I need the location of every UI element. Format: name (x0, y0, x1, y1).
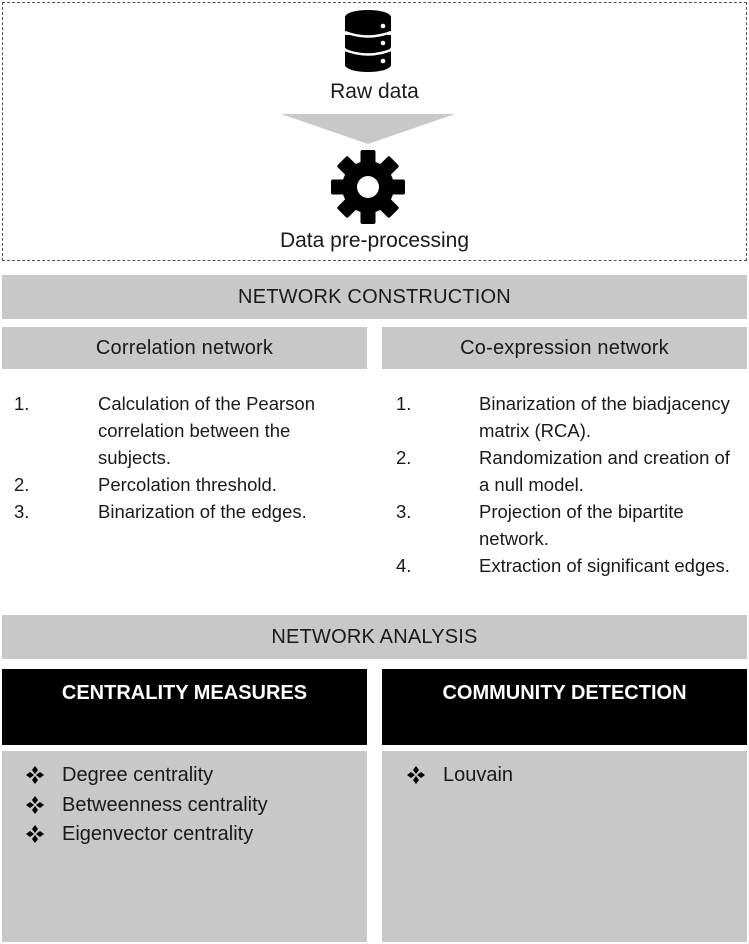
list-item: 1. Binarization of the biadjacency matri… (396, 390, 741, 444)
network-construction-header: NETWORK CONSTRUCTION (2, 275, 747, 319)
list-item: 3. Projection of the bipartite network. (396, 498, 741, 552)
list-item: Eigenvector centrality (26, 820, 356, 850)
step-number: 1. (396, 393, 412, 414)
centrality-item: Betweenness centrality (62, 793, 268, 816)
community-list: Louvain (407, 761, 737, 791)
diamond-bullet-icon (26, 766, 44, 784)
correlation-network-header: Correlation network (2, 327, 367, 369)
step-number: 2. (396, 447, 412, 468)
community-item: Louvain (443, 764, 514, 786)
step-text: Calculation of the Pearson correlation b… (98, 393, 315, 468)
coexpression-network-header: Co-expression network (382, 327, 747, 369)
diamond-bullet-icon (26, 825, 44, 843)
raw-data-label: Raw data (330, 80, 419, 103)
community-detection-panel (382, 751, 747, 942)
list-item: 2. Randomization and creation of a null … (396, 444, 741, 498)
list-item: Louvain (407, 761, 737, 791)
coexpression-steps-list: 1. Binarization of the biadjacency matri… (396, 390, 741, 579)
diamond-bullet-icon (26, 795, 44, 814)
step-text: Percolation threshold. (98, 474, 277, 495)
list-item: 4. Extraction of significant edges. (396, 552, 741, 579)
step-number: 3. (396, 501, 412, 522)
community-detection-header: COMMUNITY DETECTION (382, 669, 747, 745)
step-text: Projection of the bipartite network. (479, 501, 684, 549)
step-text: Binarization of the biadjacency matrix (… (479, 393, 730, 441)
step-number: 2. (14, 474, 30, 495)
centrality-measures-header: CENTRALITY MEASURES (2, 669, 367, 745)
list-item: Betweenness centrality (26, 791, 356, 821)
network-analysis-header: NETWORK ANALYSIS (2, 615, 747, 659)
centrality-measures-panel (2, 751, 367, 942)
preprocessing-label: Data pre-processing (279, 229, 470, 252)
centrality-list: Degree centrality Betweenness centrality… (26, 761, 356, 850)
centrality-item: Eigenvector centrality (62, 823, 254, 845)
list-item: Degree centrality (26, 761, 356, 791)
step-number: 3. (14, 501, 30, 522)
step-text: Randomization and creation of a null mod… (479, 447, 730, 495)
down-arrow (281, 114, 455, 144)
step-number: 4. (396, 555, 412, 576)
list-item: 3. Binarization of the edges. (14, 498, 359, 525)
gear-icon (331, 150, 405, 224)
step-text: Extraction of significant edges. (479, 555, 730, 576)
list-item: 2. Percolation threshold. (14, 471, 359, 498)
step-text: Binarization of the edges. (98, 501, 307, 522)
centrality-item: Degree centrality (62, 764, 214, 786)
step-number: 1. (14, 393, 30, 414)
preprocessing-section (2, 2, 747, 261)
correlation-steps-list: 1. Calculation of the Pearson correlatio… (14, 390, 359, 525)
database-icon (344, 10, 392, 72)
list-item: 1. Calculation of the Pearson correlatio… (14, 390, 359, 471)
diamond-bullet-icon (407, 766, 425, 784)
